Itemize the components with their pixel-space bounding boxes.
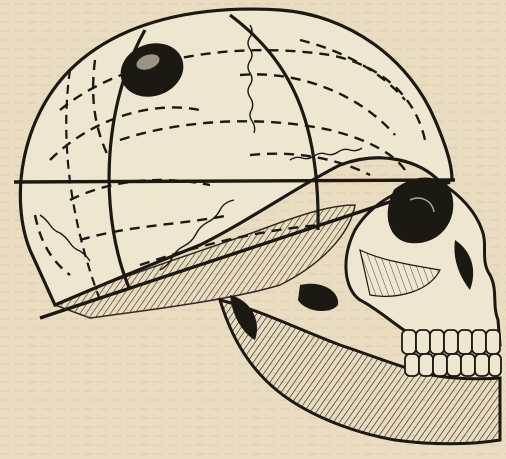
horizontal-guide-line [14,180,455,182]
